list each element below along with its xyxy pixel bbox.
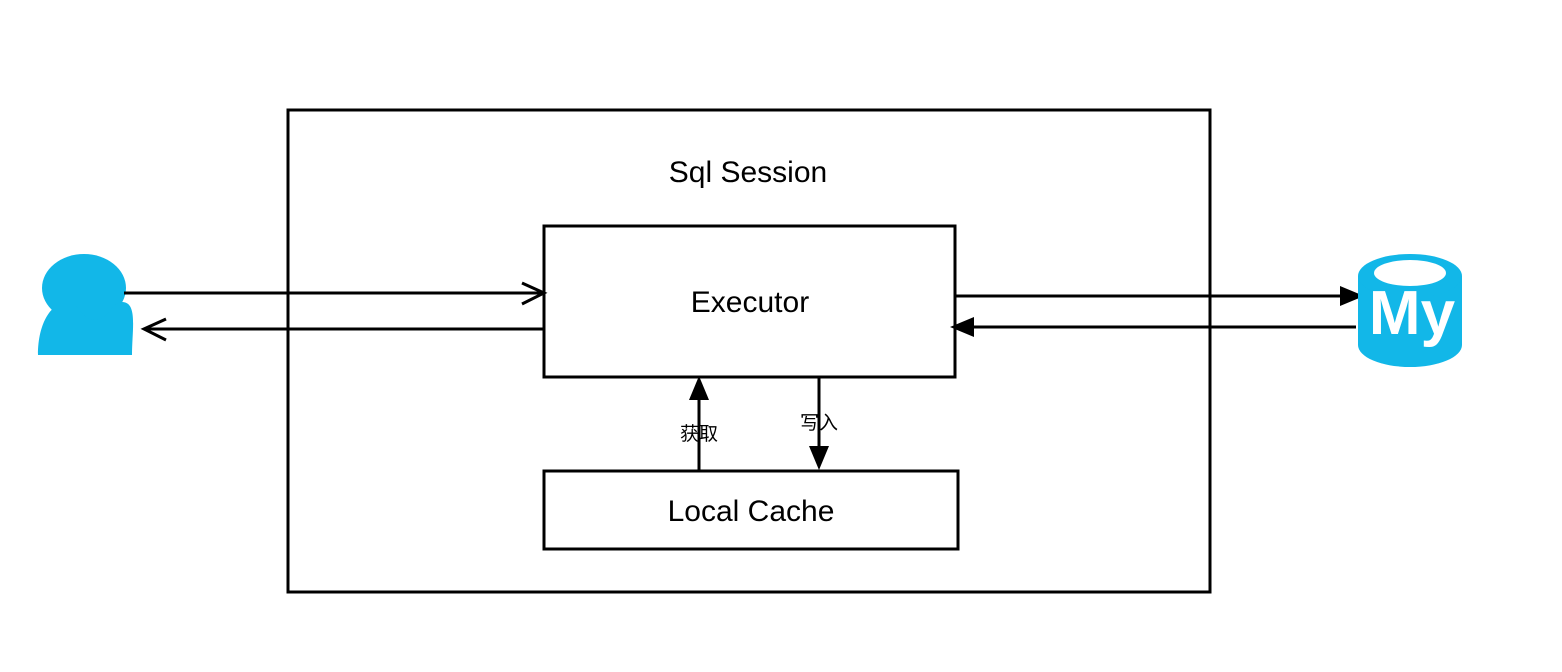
database-top-hole-icon bbox=[1374, 260, 1446, 286]
sql-session-title: Sql Session bbox=[669, 156, 827, 189]
write-edge-label: 写入 bbox=[800, 413, 838, 434]
executor-box[interactable] bbox=[542, 224, 957, 379]
mysql-database-icon[interactable]: My bbox=[1358, 254, 1462, 367]
executor-label: Executor bbox=[691, 286, 809, 319]
executor-to-cache-arrow[interactable] bbox=[809, 378, 829, 470]
executor-to-database-arrow[interactable] bbox=[956, 286, 1364, 306]
local-cache-box[interactable] bbox=[542, 469, 960, 551]
database-label: My bbox=[1369, 279, 1456, 348]
local-cache-label: Local Cache bbox=[668, 495, 835, 528]
user-to-executor-arrow[interactable] bbox=[124, 281, 548, 306]
cache-to-executor-arrow[interactable] bbox=[689, 376, 709, 470]
database-body-icon bbox=[1358, 276, 1462, 367]
executor-to-user-arrow[interactable] bbox=[140, 317, 545, 342]
user-actor-icon[interactable] bbox=[38, 254, 134, 355]
user-body-icon bbox=[38, 302, 134, 355]
database-to-executor-arrow[interactable] bbox=[950, 317, 1356, 337]
fetch-edge-label: 获取 bbox=[680, 423, 718, 445]
